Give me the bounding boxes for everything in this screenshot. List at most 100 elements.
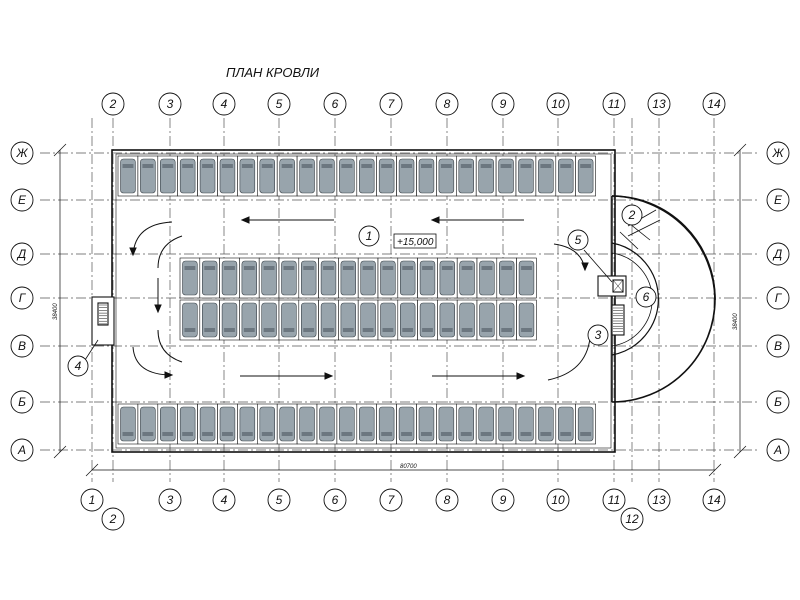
svg-text:Ж: Ж <box>15 146 28 160</box>
axis-bubble-top-8: 8 <box>435 92 459 116</box>
parking-space <box>217 155 238 197</box>
axis-bubble-right-В: В <box>766 334 790 358</box>
parking-space <box>376 155 397 197</box>
parking-space <box>356 403 377 445</box>
parking-space <box>475 155 497 197</box>
parking-space <box>575 403 596 445</box>
svg-text:4: 4 <box>221 493 228 507</box>
svg-text:4: 4 <box>75 359 82 373</box>
parking-space <box>318 257 339 299</box>
svg-text:3: 3 <box>167 97 174 111</box>
svg-text:Д: Д <box>16 247 27 261</box>
axis-bubble-bottom-13: 13 <box>647 488 671 512</box>
svg-text:13: 13 <box>652 493 666 507</box>
parking-space <box>256 403 278 445</box>
parking-space <box>258 299 280 341</box>
svg-text:Б: Б <box>18 395 26 409</box>
parking-space <box>416 155 437 197</box>
traffic-arrows <box>129 216 591 381</box>
axis-bubble-bottom-6: 6 <box>323 488 347 512</box>
parking-space <box>179 257 201 299</box>
parking-space <box>137 403 159 445</box>
parking-space <box>437 257 458 299</box>
parking-space <box>157 155 179 197</box>
svg-text:Е: Е <box>774 193 783 207</box>
axis-bubble-top-7: 7 <box>379 92 403 116</box>
axis-bubble-right-Е: Е <box>766 188 790 212</box>
axis-bubble-bottom-11: 11 <box>602 488 626 512</box>
parking-space <box>177 155 198 197</box>
dimension-width-right: 38400 <box>733 313 739 330</box>
parking-spaces <box>117 155 596 445</box>
parking-space <box>496 257 517 299</box>
parking-space <box>436 155 457 197</box>
axis-bubble-left-Ж: Ж <box>10 141 34 165</box>
svg-text:Ж: Ж <box>771 146 784 160</box>
parking-space <box>117 155 139 197</box>
parking-space <box>197 403 218 445</box>
svg-text:13: 13 <box>652 97 666 111</box>
parking-space <box>276 403 298 445</box>
parking-space <box>239 257 260 299</box>
parking-space <box>475 403 497 445</box>
axis-bubble-top-9: 9 <box>491 92 515 116</box>
dimension-width-left: 38400 <box>53 303 59 320</box>
svg-text:6: 6 <box>332 97 339 111</box>
axis-bubble-right-Б: Б <box>766 390 790 414</box>
parking-space <box>476 299 498 341</box>
svg-text:5: 5 <box>575 233 582 247</box>
parking-space <box>258 257 280 299</box>
svg-text:Д: Д <box>772 247 783 261</box>
parking-space <box>278 257 300 299</box>
stair-steps <box>99 279 624 332</box>
parking-space <box>396 403 417 445</box>
axis-bubble-bottom-14: 14 <box>702 488 726 512</box>
parking-space <box>298 257 319 299</box>
axis-bubble-left-Г: Г <box>10 286 34 310</box>
svg-text:8: 8 <box>444 493 451 507</box>
svg-text:Е: Е <box>18 193 27 207</box>
svg-text:11: 11 <box>608 97 620 111</box>
parking-space <box>377 257 399 299</box>
parking-space <box>336 155 358 197</box>
parking-space <box>296 403 318 445</box>
parking-space <box>397 299 418 341</box>
axis-bubble-bottom-9: 9 <box>491 488 515 512</box>
axis-bubble-left-Д: Д <box>10 242 34 266</box>
parking-space <box>436 403 457 445</box>
parking-space <box>316 155 338 197</box>
svg-text:+15,000: +15,000 <box>397 237 434 248</box>
parking-space <box>515 155 537 197</box>
parking-space <box>495 403 517 445</box>
parking-space <box>197 155 218 197</box>
svg-text:В: В <box>18 339 26 353</box>
parking-space <box>455 155 477 197</box>
axis-bubble-top-13: 13 <box>647 92 671 116</box>
parking-space <box>455 403 477 445</box>
callout-2: 2 <box>621 204 643 226</box>
svg-text:5: 5 <box>276 493 283 507</box>
svg-text:10: 10 <box>551 493 565 507</box>
axis-bubble-top-3: 3 <box>158 92 182 116</box>
parking-space <box>417 299 438 341</box>
axis-bubble-right-Ж: Ж <box>766 141 790 165</box>
axis-bubble-left-Е: Е <box>10 188 34 212</box>
parking-space <box>237 155 258 197</box>
svg-text:5: 5 <box>276 97 283 111</box>
axis-bubble-left-В: В <box>10 334 34 358</box>
dimension-lines <box>53 143 747 477</box>
parking-space <box>437 299 458 341</box>
axis-bubble-bottom-7: 7 <box>379 488 403 512</box>
callout-6: 6 <box>635 286 657 308</box>
drawing-title: ПЛАН КРОВЛИ <box>226 65 320 80</box>
parking-space <box>356 155 377 197</box>
axis-bubble-top-2: 2 <box>101 92 125 116</box>
parking-space <box>456 257 478 299</box>
svg-text:2: 2 <box>109 97 117 111</box>
axis-bubble-bottom-5: 5 <box>267 488 291 512</box>
parking-space <box>456 299 478 341</box>
parking-space <box>377 299 399 341</box>
svg-text:7: 7 <box>388 97 396 111</box>
parking-space <box>516 299 537 341</box>
